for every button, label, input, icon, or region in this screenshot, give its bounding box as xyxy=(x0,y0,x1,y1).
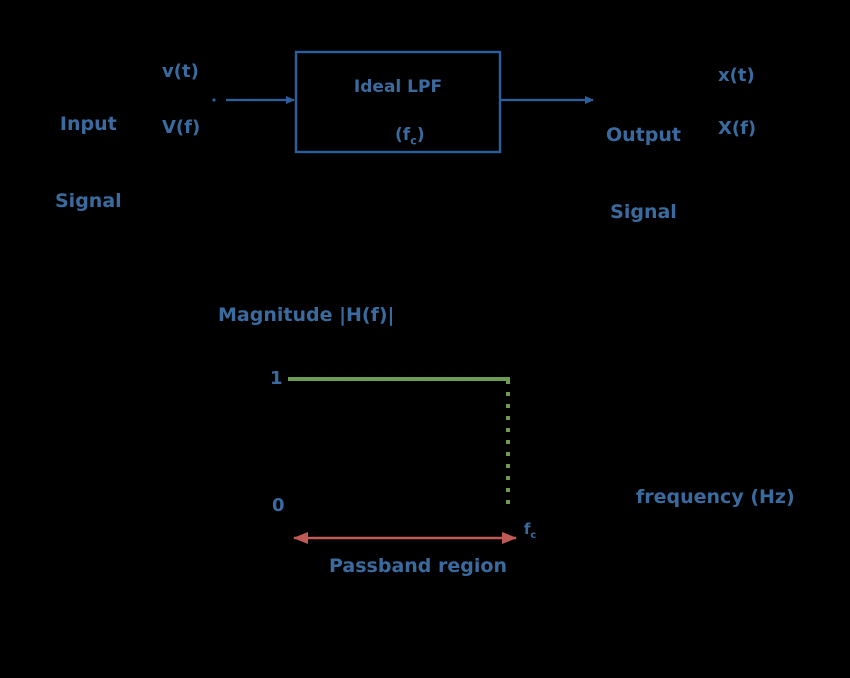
filter-cutoff-open: (f xyxy=(395,124,411,145)
output-signal-line2: Signal xyxy=(610,201,677,224)
cutoff-tick-subscript: c xyxy=(530,530,537,542)
input-time-signal-label: v(t) xyxy=(162,61,199,82)
input-signal-line2: Signal xyxy=(55,190,122,213)
output-time-signal-label: x(t) xyxy=(718,65,755,86)
filter-cutoff-subscript: c xyxy=(410,134,417,148)
filter-cutoff-close: ) xyxy=(416,124,425,145)
y-tick-one-label: 1 xyxy=(270,368,283,389)
frequency-axis-title: frequency (Hz) xyxy=(636,486,795,508)
output-freq-signal-label: X(f) xyxy=(718,118,757,139)
magnitude-axis-title: Magnitude |H(f)| xyxy=(218,304,395,326)
input-freq-signal-label: V(f) xyxy=(162,117,201,138)
cutoff-tick-main: f xyxy=(523,520,531,539)
cutoff-frequency-tick-label: fc xyxy=(503,499,536,563)
input-signal-label: Input Signal xyxy=(55,61,122,266)
y-tick-zero-label: 0 xyxy=(272,495,285,516)
passband-region-label: Passband region xyxy=(329,555,507,577)
output-signal-line1: Output xyxy=(606,124,681,147)
input-signal-line1: Input xyxy=(59,113,117,136)
filter-name-label: Ideal LPF xyxy=(353,77,443,97)
output-signal-label: Output Signal xyxy=(606,72,681,277)
input-connector-dot xyxy=(212,98,216,102)
ideal-lpf-block xyxy=(294,50,502,154)
filter-cutoff-label: (fc) xyxy=(296,101,500,171)
